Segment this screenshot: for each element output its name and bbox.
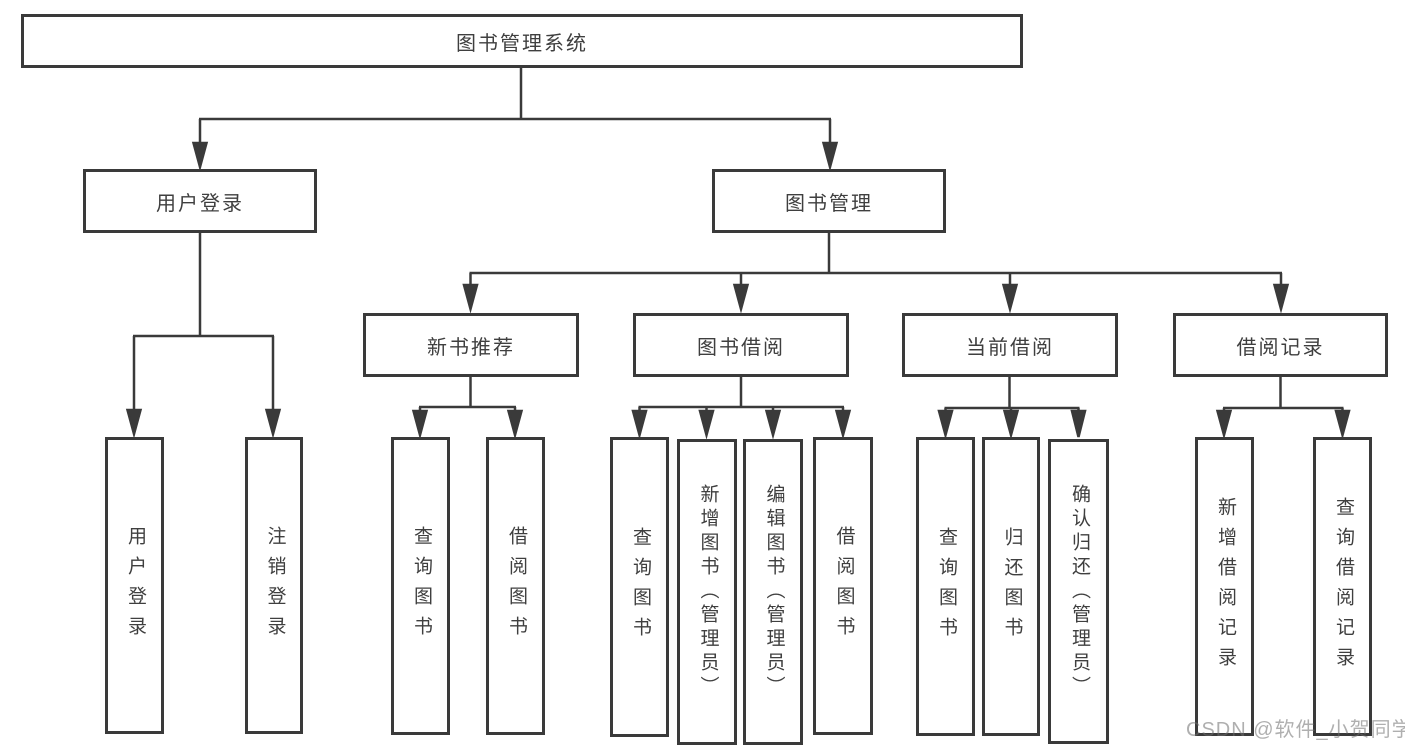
arrowhead-icon [698, 409, 715, 440]
leaf-query-books-current: 查询图书 [916, 437, 975, 736]
node-borrow-records: 借阅记录 [1173, 313, 1388, 377]
node-new-book-recommend: 新书推荐 [363, 313, 579, 377]
arrowhead-icon [125, 408, 143, 439]
leaf-confirm-return-admin: 确认归还（管理员） [1048, 439, 1109, 744]
leaf-add-books-admin: 新增图书（管理员） [677, 439, 737, 745]
arrowhead-icon [764, 409, 782, 440]
connector-user-login-to-leaves [125, 232, 282, 439]
leaf-borrow-books-recommend: 借阅图书 [486, 437, 545, 735]
node-label: 编辑图书（管理员） [763, 484, 785, 700]
node-label: 借阅图书 [833, 526, 855, 646]
node-label: 新增借阅记录 [1214, 496, 1236, 677]
node-book-borrowing: 图书借阅 [633, 313, 849, 377]
node-label: 确认归还（管理员） [1068, 483, 1090, 700]
node-label: 用户登录 [156, 192, 244, 215]
arrowhead-icon [1002, 409, 1020, 440]
node-label: 借阅图书 [505, 526, 527, 646]
leaf-edit-books-admin: 编辑图书（管理员） [743, 439, 803, 745]
leaf-user-login: 用户登录 [105, 437, 164, 734]
node-label: 查询图书 [935, 526, 957, 647]
arrowhead-icon [1070, 409, 1087, 438]
leaf-query-books-borrowing: 查询图书 [610, 437, 669, 737]
arrowhead-icon [631, 409, 648, 440]
arrowhead-icon [834, 409, 852, 440]
leaf-add-borrow-record: 新增借阅记录 [1195, 437, 1254, 736]
arrowhead-icon [1215, 409, 1233, 440]
arrowhead-icon [821, 141, 839, 172]
arrowhead-icon [264, 408, 282, 439]
node-root-system: 图书管理系统 [21, 14, 1023, 68]
node-label: 图书借阅 [697, 336, 785, 359]
node-label: 查询图书 [629, 527, 651, 647]
node-label: 归还图书 [1001, 526, 1023, 647]
node-label: 查询图书 [410, 526, 432, 646]
node-label: 借阅记录 [1236, 336, 1325, 359]
arrowhead-icon [506, 409, 524, 440]
csdn-watermark: CSDN @软件_小贺同学 [1186, 719, 1405, 741]
connector-root-to-level2 [191, 67, 839, 172]
connector-book-borrow-to-leaves [631, 376, 852, 440]
arrowhead-icon [937, 409, 954, 440]
node-user-login: 用户登录 [83, 169, 317, 233]
leaf-borrow-books-borrowing: 借阅图书 [813, 437, 873, 735]
node-label: 注销登录 [264, 525, 286, 646]
arrowhead-icon [1334, 409, 1351, 440]
node-book-management: 图书管理 [712, 169, 946, 233]
node-label: 图书管理系统 [456, 32, 588, 55]
node-label: 图书管理 [785, 192, 873, 215]
arrowhead-icon [732, 283, 750, 314]
node-label: 新书推荐 [427, 336, 515, 359]
arrowhead-icon [411, 409, 429, 440]
node-label: 当前借阅 [966, 336, 1054, 359]
leaf-query-borrow-record: 查询借阅记录 [1313, 437, 1372, 736]
leaf-return-books: 归还图书 [982, 437, 1040, 736]
connector-borrow-record-to-leaves [1215, 376, 1351, 440]
arrowhead-icon [1272, 283, 1290, 314]
node-current-borrowing: 当前借阅 [902, 313, 1118, 377]
connector-new-book-to-leaves [411, 376, 524, 440]
node-label: 用户登录 [124, 525, 146, 646]
arrowhead-icon [1001, 283, 1019, 314]
leaf-query-books-recommend: 查询图书 [391, 437, 450, 735]
arrowhead-icon [462, 283, 479, 314]
node-label: 新增图书（管理员） [697, 484, 719, 700]
arrowhead-icon [191, 141, 209, 172]
node-label: 查询借阅记录 [1332, 496, 1354, 677]
connector-book-mgmt-to-level3 [462, 232, 1290, 314]
leaf-logout: 注销登录 [245, 437, 303, 734]
connector-current-borrow-to-leaves [937, 376, 1087, 440]
